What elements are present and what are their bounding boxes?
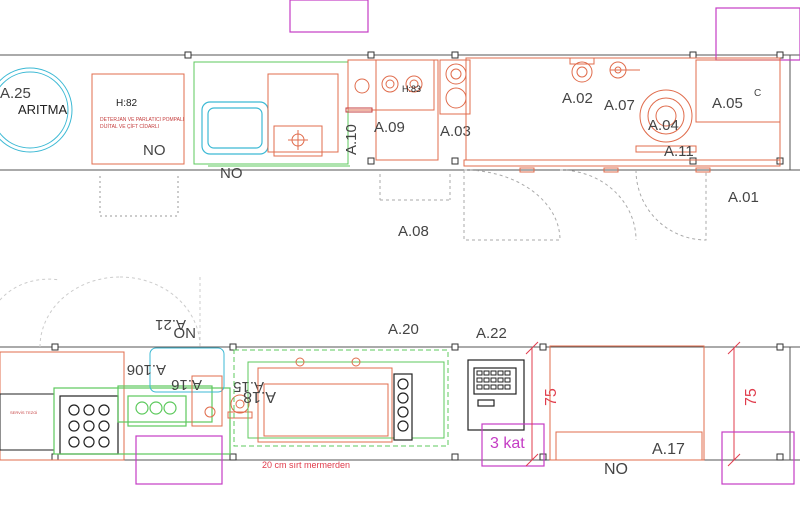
label-a106: A.106: [127, 361, 166, 378]
label-a05: A.05: [712, 95, 743, 112]
dishwasher-unit: [91, 73, 185, 165]
grill-knobs: [393, 373, 413, 441]
cooktop-unit: [345, 59, 439, 161]
kettle-a02: [569, 57, 595, 83]
service-counter: [0, 351, 125, 461]
small-unit-label: SERVİS TEZGİ: [10, 410, 37, 415]
grill-unit: [257, 357, 393, 443]
label-a01: A.01: [728, 189, 759, 206]
main-cooking-counter: [463, 57, 781, 173]
label-a04: A.04: [648, 117, 679, 134]
label-three-kat: 3 kat: [490, 435, 525, 452]
label-a11: A.11: [664, 143, 694, 160]
three-kat-box: [481, 423, 545, 467]
sink-basin: [201, 101, 269, 155]
label-a10: A.10: [343, 124, 360, 155]
label-aritma: ARITMA: [18, 102, 67, 117]
label-h83: H:83: [402, 84, 421, 94]
boiler-a04: [635, 89, 697, 153]
grill-counter: [233, 349, 449, 447]
pot-a07: [609, 61, 640, 79]
cabinet-a17: [549, 345, 705, 461]
magenta-boxes-top: [289, 0, 800, 61]
marble-note: 20 cm sırt mermerden: [262, 460, 350, 470]
sink-counter: [193, 61, 350, 167]
small-fixtures-orange: [191, 375, 253, 427]
door-swings-upper: [379, 169, 707, 241]
label-a15: A.15: [233, 378, 264, 395]
label-a08: A.08: [398, 223, 429, 240]
label-no-2: NO: [220, 165, 243, 182]
label-a02: A.02: [562, 90, 593, 107]
dimension-lines: [525, 341, 741, 467]
label-a21: A.21: [155, 316, 186, 333]
label-a07: A.07: [604, 97, 635, 114]
label-no-1: NO: [143, 142, 166, 159]
sink-equipment: [267, 73, 339, 157]
grid-anchors: [51, 51, 784, 461]
label-a05-superscript: C: [754, 88, 761, 99]
bain-marie-unit: [53, 385, 231, 455]
label-a16: A.16: [171, 376, 202, 393]
pink-rect-lower-left: [135, 435, 223, 485]
dishwasher-dashed-clearance: [99, 176, 179, 217]
label-a17: A.17: [652, 441, 685, 458]
label-a03: A.03: [440, 123, 471, 140]
safe-keypad: [476, 370, 511, 390]
label-no-bottom: NO: [604, 461, 628, 478]
water-treatment-unit: [0, 67, 73, 153]
door-swings-lower: [0, 276, 201, 348]
magenta-box-bottom-right: [721, 431, 795, 485]
machine-desc-line1: DETERJAN VE PARLATICI POMPALI: [100, 117, 184, 123]
cup-grid: [68, 404, 110, 448]
label-a22: A.22: [476, 325, 507, 342]
label-a09: A.09: [374, 119, 405, 136]
service-display: [0, 393, 55, 451]
small-fixtures: [149, 347, 225, 393]
dim-75-right: 75: [743, 388, 760, 406]
label-h82: H:82: [116, 98, 138, 109]
label-no-upside: NO: [174, 324, 197, 341]
label-a18: A.18: [243, 388, 276, 405]
dim-75-left: 75: [543, 388, 560, 406]
label-a20: A.20: [388, 321, 419, 338]
label-a25: A.25: [0, 85, 31, 102]
machine-desc-line2: DİJİTAL VE ÇİFT CİDARLI: [100, 123, 159, 130]
